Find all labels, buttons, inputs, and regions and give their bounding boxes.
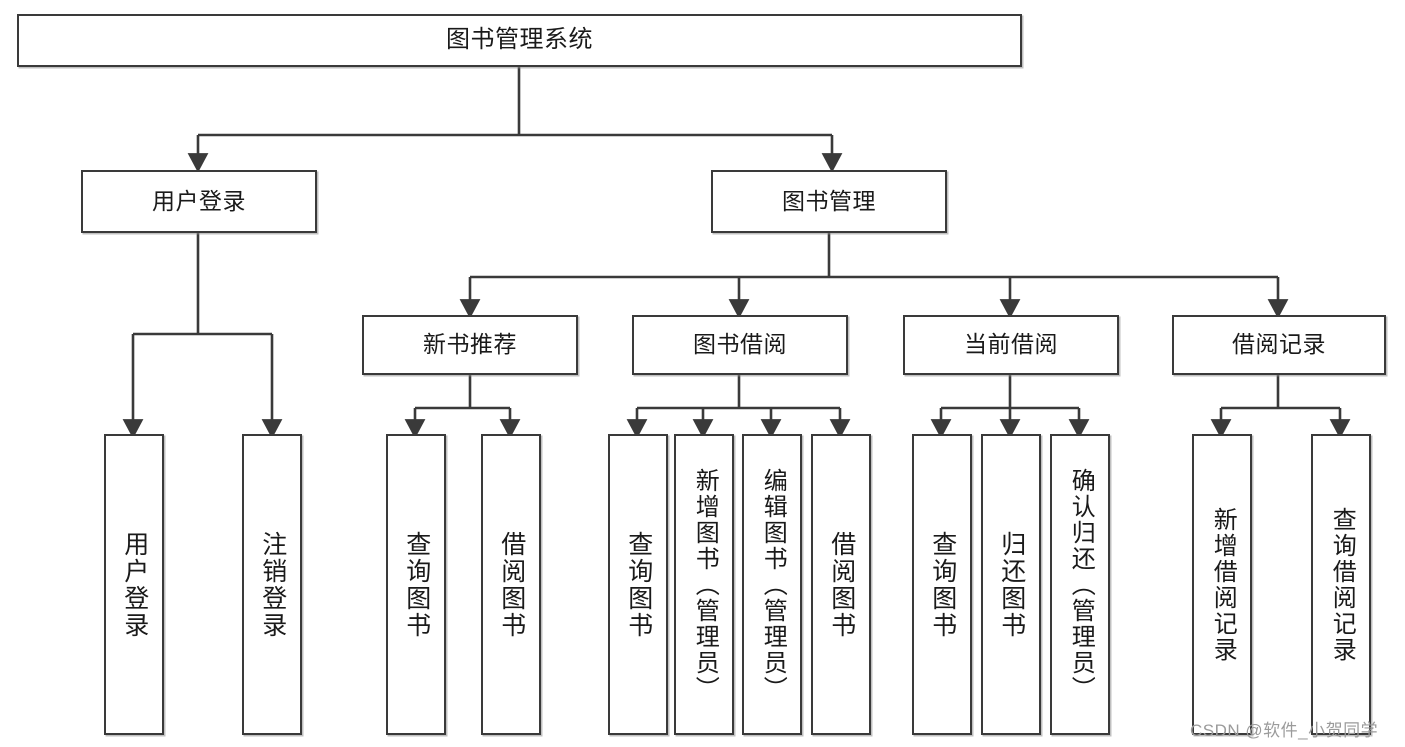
node-label: 图书借阅 (693, 331, 787, 358)
node-label: 图书管理系统 (446, 26, 593, 54)
leaf-return-book[interactable]: 归还图书 (981, 434, 1041, 735)
node-current-borrow[interactable]: 当前借阅 (903, 315, 1119, 375)
node-label: 查询借阅记录 (1328, 506, 1356, 663)
node-label: 图书管理 (782, 187, 876, 214)
leaf-query-book-borrow[interactable]: 查询图书 (608, 434, 668, 735)
node-label: 借阅记录 (1232, 331, 1326, 358)
leaf-borrow-book[interactable]: 借阅图书 (811, 434, 871, 735)
leaf-add-book-admin[interactable]: 新增图书（管理员） (674, 434, 734, 735)
node-label: 新书推荐 (423, 331, 517, 358)
node-label: 查询图书 (928, 530, 957, 639)
node-root[interactable]: 图书管理系统 (17, 14, 1022, 67)
leaf-logout[interactable]: 注销登录 (242, 434, 302, 735)
leaf-user-login[interactable]: 用户登录 (104, 434, 164, 735)
node-label: 借阅图书 (827, 530, 856, 639)
node-label: 当前借阅 (964, 331, 1058, 358)
node-label: 查询图书 (624, 530, 653, 639)
node-label: 注销登录 (258, 530, 287, 639)
node-label: 用户登录 (152, 187, 246, 214)
leaf-query-borrow-record[interactable]: 查询借阅记录 (1311, 434, 1371, 735)
leaf-confirm-return-admin[interactable]: 确认归还（管理员） (1050, 434, 1110, 735)
node-book-borrow[interactable]: 图书借阅 (632, 315, 848, 375)
node-label: 查询图书 (402, 530, 431, 639)
node-label: 归还图书 (997, 530, 1026, 639)
node-label: 用户登录 (120, 530, 149, 639)
node-book-management[interactable]: 图书管理 (711, 170, 947, 233)
leaf-add-borrow-record[interactable]: 新增借阅记录 (1192, 434, 1252, 735)
node-label: 新增图书（管理员） (691, 467, 719, 702)
leaf-borrow-book-recommend[interactable]: 借阅图书 (481, 434, 541, 735)
watermark-text: CSDN @软件_小贺同学 (1190, 721, 1379, 740)
node-label: 借阅图书 (497, 530, 526, 639)
leaf-query-book-current[interactable]: 查询图书 (912, 434, 972, 735)
leaf-query-book-recommend[interactable]: 查询图书 (386, 434, 446, 735)
node-new-book-recommend[interactable]: 新书推荐 (362, 315, 578, 375)
leaf-edit-book-admin[interactable]: 编辑图书（管理员） (742, 434, 802, 735)
node-label: 新增借阅记录 (1209, 506, 1237, 663)
node-borrow-record[interactable]: 借阅记录 (1172, 315, 1386, 375)
node-label: 确认归还（管理员） (1067, 467, 1095, 702)
node-label: 编辑图书（管理员） (759, 467, 787, 702)
node-user-login[interactable]: 用户登录 (81, 170, 317, 233)
